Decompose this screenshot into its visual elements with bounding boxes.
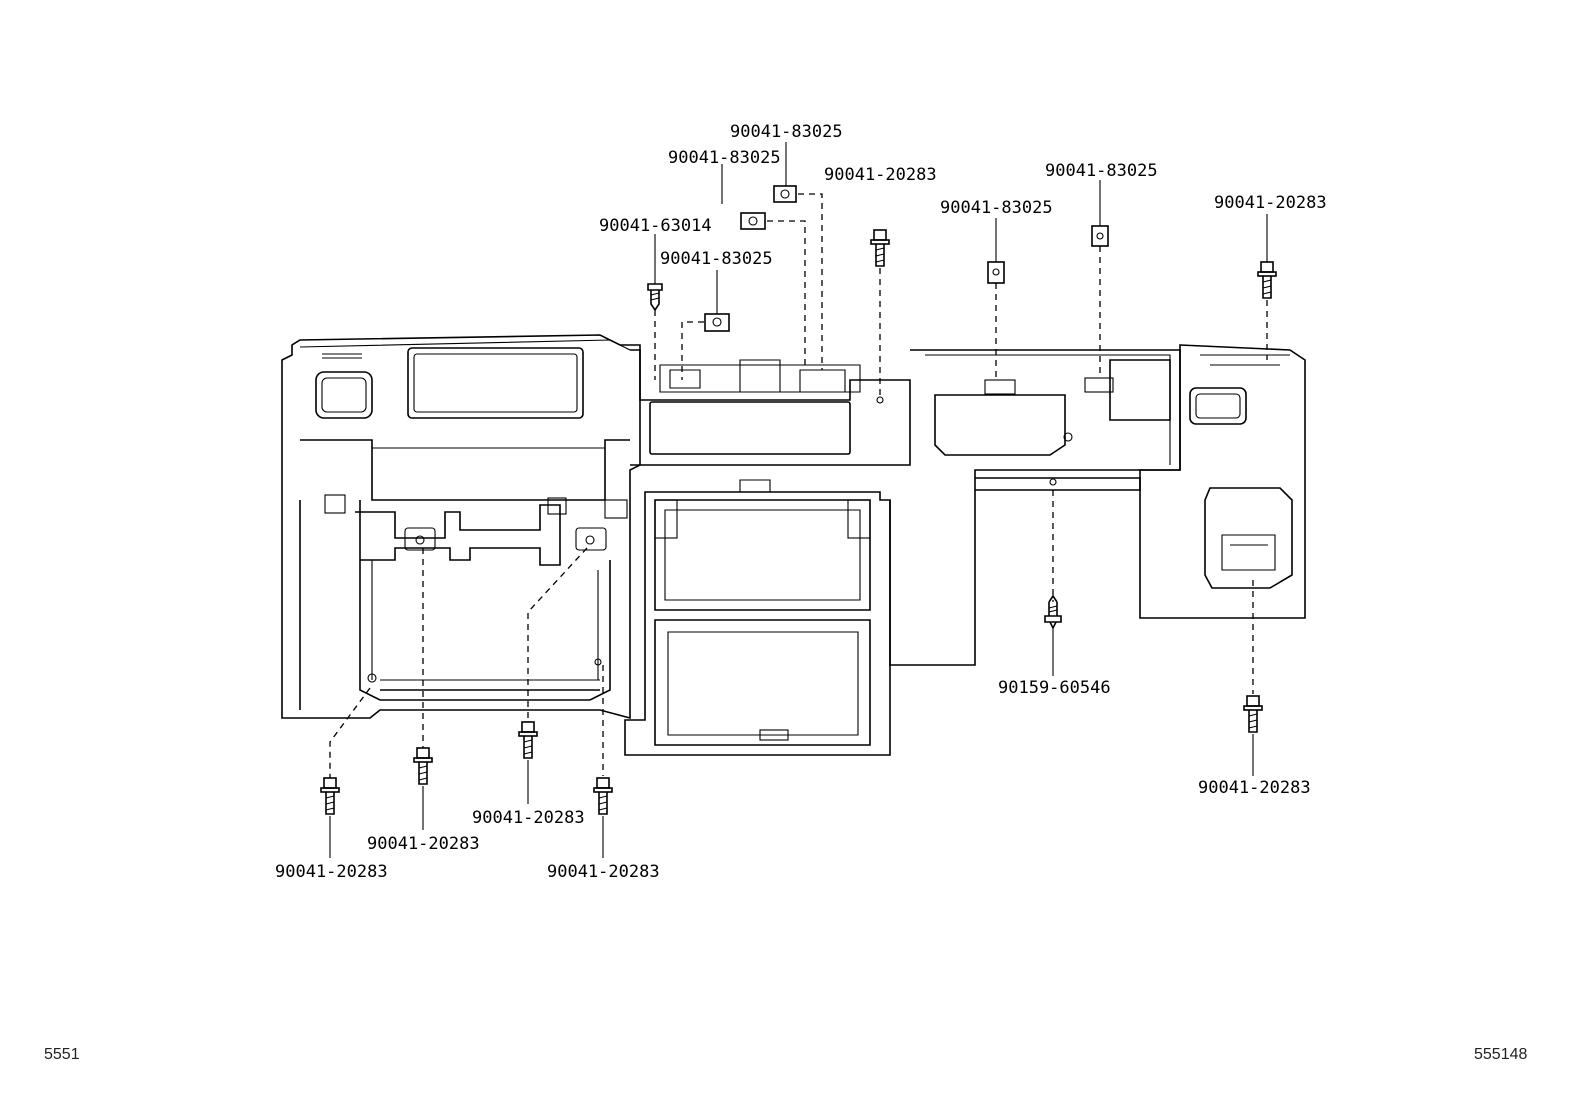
callout-label: 90041-20283 [547,862,660,882]
bolt-icon [518,721,538,759]
bolt-icon [320,777,340,815]
clip-nut-icon [1091,225,1109,247]
callout-label: 90041-83025 [940,198,1053,218]
clip-nut-icon [740,212,766,230]
bolt-icon [1257,261,1277,299]
footer-right-code: 555148 [1474,1046,1528,1063]
screw-icon [647,283,663,312]
callout-label: 90159-60546 [998,678,1111,698]
footer-left-code: 5551 [44,1046,80,1063]
callout-label: 90041-83025 [660,249,773,269]
clip-nut-icon [773,185,797,203]
bolts [320,229,1277,815]
callout-label: 90041-20283 [472,808,585,828]
bolt-icon [1243,695,1263,733]
callout-label: 90041-20283 [275,862,388,882]
callout-label: 90041-20283 [1198,778,1311,798]
clip-nut-icon [704,313,730,332]
callout-label: 90041-20283 [367,834,480,854]
instrument-panel-reinforcement [281,334,1306,756]
screws [647,283,1062,630]
bolt-icon [593,777,613,815]
leader-lines [329,142,1268,858]
bolt-icon [870,229,890,267]
callout-label: 90041-83025 [730,122,843,142]
callout-label: 90041-20283 [1214,193,1327,213]
callout-labels: 90041-83025 90041-83025 90041-20283 9004… [275,122,1327,882]
bolt-icon [413,747,433,785]
callout-label: 90041-83025 [1045,161,1158,181]
clip-nuts [704,185,1109,332]
clip-nut-icon [987,261,1005,284]
callout-label: 90041-20283 [824,165,937,185]
callout-label: 90041-63014 [599,216,712,236]
callout-label: 90041-83025 [668,148,781,168]
screw-icon [1044,594,1062,630]
